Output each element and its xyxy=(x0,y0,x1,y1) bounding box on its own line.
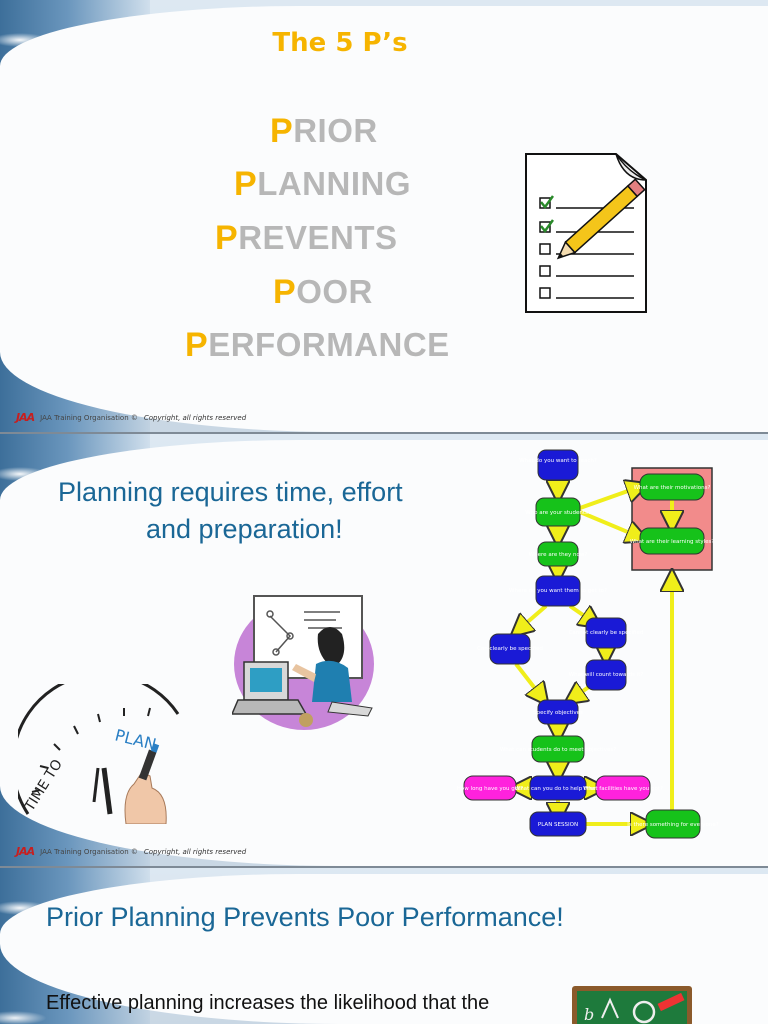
flow-node-help-them: What can you do to help them? xyxy=(515,775,602,801)
svg-text:What will count towards it?: What will count towards it? xyxy=(569,672,644,678)
flow-node-specify-objectives: Specify objectives xyxy=(533,699,583,725)
flow-node-what-teach: What do you want to teach? xyxy=(519,449,597,481)
svg-text:What facilities have you got?: What facilities have you got? xyxy=(583,786,663,792)
p-line-planning: PLANNING xyxy=(234,165,412,203)
p-line-prior: PRIOR xyxy=(270,112,378,150)
svg-text:What can you do to help them?: What can you do to help them? xyxy=(515,786,602,792)
flow-node-learning-styles: What are their learning styles? xyxy=(630,527,715,555)
flow-node-students: Who are your students? xyxy=(525,497,591,527)
svg-text:How long have you got?: How long have you got? xyxy=(457,786,523,792)
flow-node-motivations: What are their motivations? xyxy=(634,473,711,501)
slide-2-title: Planning requires time, effort and prepa… xyxy=(58,477,403,544)
svg-text:What can students do to meet o: What can students do to meet objectives? xyxy=(500,747,616,753)
flow-node-how-long: How long have you got? xyxy=(457,775,523,801)
flow-node-count-towards: What will count towards it? xyxy=(569,659,644,691)
svg-text:Is there something for everyon: Is there something for everyone? xyxy=(627,822,718,828)
flow-node-can-specify: Can clearly be specified xyxy=(477,633,543,665)
svg-text:b: b xyxy=(584,1005,594,1024)
footer: JAA JAA Training Organisation © Copyrigh… xyxy=(16,845,247,858)
chalkboard-icon: b xyxy=(572,986,692,1024)
clock-time-text: TIME TO xyxy=(21,757,66,815)
svg-text:Specify objectives: Specify objectives xyxy=(533,710,583,716)
flow-node-where-get-to: Where do you want them to get to? xyxy=(509,575,607,607)
svg-text:What are their motivations?: What are their motivations? xyxy=(634,485,711,491)
svg-text:Who are your students?: Who are your students? xyxy=(525,510,591,516)
slide-3-title: Prior Planning Prevents Poor Performance… xyxy=(46,902,564,932)
lesson-planning-flowchart: What do you want to teach? Who are your … xyxy=(457,449,719,839)
computer-planning-illustration xyxy=(232,595,374,730)
p-line-prevents: PREVENTS xyxy=(215,219,398,257)
svg-text:Where are they now?: Where are they now? xyxy=(529,552,588,558)
checklist-icon xyxy=(525,153,647,313)
slide-1-title: The 5 P’s xyxy=(272,28,408,58)
svg-text:What do you want to teach?: What do you want to teach? xyxy=(519,458,597,464)
p-line-performance: PERFORMANCE xyxy=(185,326,450,364)
footer: JAA JAA Training Organisation © Copyrigh… xyxy=(16,411,247,424)
slide-1: The 5 P’s PRIOR PLANNING PREVENTS POOR P… xyxy=(0,0,768,432)
svg-text:Can clearly be specified: Can clearly be specified xyxy=(477,646,543,652)
flow-node-cannot-specify: Cannot clearly be specified xyxy=(569,617,644,649)
svg-text:Where do you want them to get: Where do you want them to get to? xyxy=(509,588,607,594)
flow-node-facilities: What facilities have you got? xyxy=(583,775,663,801)
svg-text:Cannot clearly be specified: Cannot clearly be specified xyxy=(569,630,644,636)
p-line-poor: POOR xyxy=(273,273,373,311)
svg-text:What are their learning styles: What are their learning styles? xyxy=(630,539,715,545)
flow-node-plan-session: PLAN SESSION xyxy=(529,811,587,837)
jaa-logo: JAA xyxy=(16,411,35,424)
flow-node-students-do: What can students do to meet objectives? xyxy=(500,735,616,763)
slide-3: Prior Planning Prevents Poor Performance… xyxy=(0,868,768,1024)
flow-node-something-everyone: Is there something for everyone? xyxy=(627,809,719,839)
flow-node-where-now: Where are they now? xyxy=(529,541,588,567)
jaa-logo: JAA xyxy=(16,845,35,858)
slide-2: Planning requires time, effort and prepa… xyxy=(0,434,768,866)
time-to-plan-clock-illustration: TIME TO PLAN xyxy=(18,684,180,824)
svg-text:PLAN SESSION: PLAN SESSION xyxy=(538,822,578,828)
slide-3-body-text: Effective planning increases the likelih… xyxy=(46,992,490,1014)
